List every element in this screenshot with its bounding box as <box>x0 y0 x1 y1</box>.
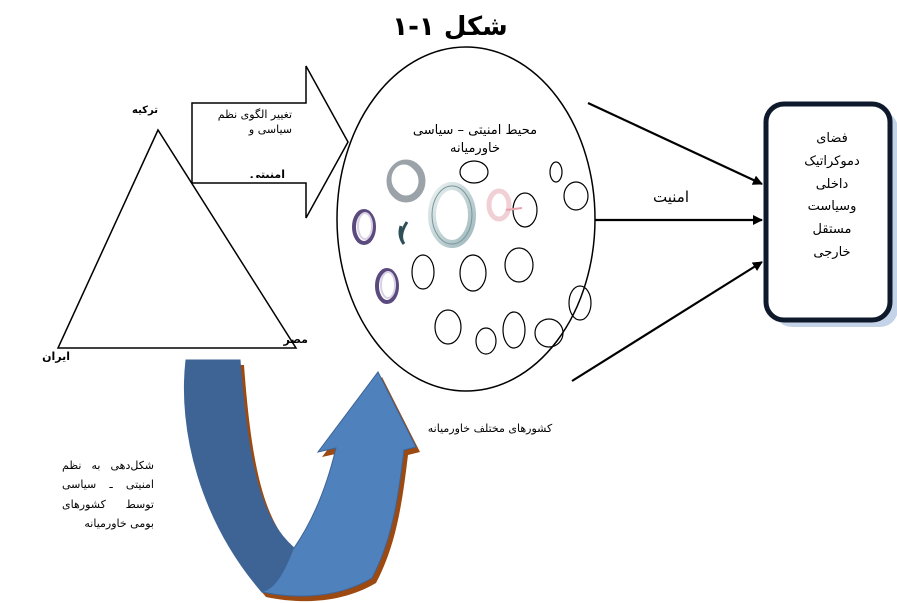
iran-label: ایران <box>42 350 70 363</box>
shaping-label: شکل‌دهی به نظم امنیتی ـ سیاسی توسط کشوره… <box>62 459 154 530</box>
countries-label: کشورهای مختلف خاورمیانه <box>427 422 553 435</box>
security-label: امنیت <box>653 188 689 206</box>
country-circles <box>411 160 592 355</box>
arrow-label-cut: امنیتی <box>249 168 285 178</box>
shaded-rings <box>352 159 523 304</box>
figure-title: شکل ۱-۱ <box>392 12 508 42</box>
outcome-box <box>763 101 893 323</box>
security-arrows <box>571 102 763 382</box>
block-arrow <box>191 65 349 219</box>
middle-east-circle <box>336 46 596 392</box>
curved-blue-arrow <box>183 359 420 602</box>
triangle-top-label: ترکیه <box>132 105 158 116</box>
triangle-right-label: مصر <box>283 333 309 346</box>
triangle-shape <box>56 128 298 349</box>
box-label: فضای دموکراتیک داخلی وسیاست مستقل خارجی <box>804 131 860 260</box>
circle-label: محیط امنیتی – سیاسی خاورمیانه <box>412 123 538 156</box>
arrow-label: تغییر الگوی نظم سیاسی و <box>217 108 292 136</box>
